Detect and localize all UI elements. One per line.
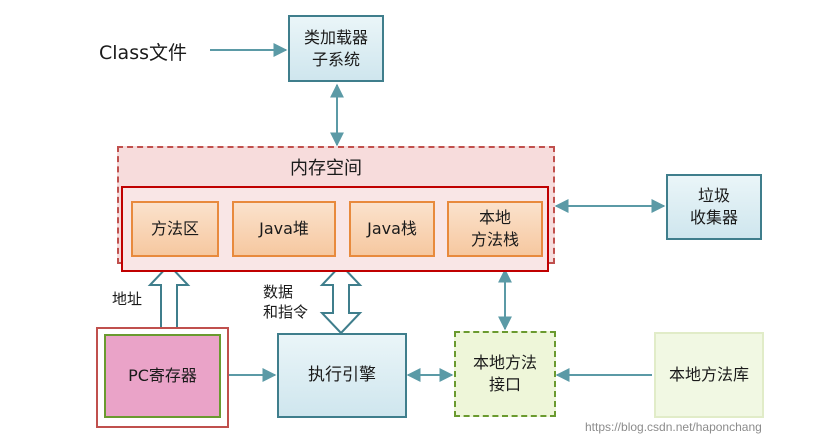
class-file-label: Class文件	[99, 42, 187, 64]
class-loader-subsystem: 类加载器 子系统	[288, 15, 384, 82]
pc-register-box: PC寄存器	[104, 334, 221, 418]
native-method-library-box: 本地方法库	[654, 332, 764, 418]
data-instr-hollow-arrow	[319, 263, 363, 335]
java-heap-box: Java堆	[232, 201, 336, 257]
execution-engine-box: 执行引擎	[277, 333, 407, 418]
native-method-stack-box: 本地 方法栈	[447, 201, 543, 257]
method-area-box: 方法区	[131, 201, 219, 257]
native-method-interface-box: 本地方法 接口	[454, 331, 556, 417]
garbage-collector-box: 垃圾 收集器	[666, 174, 762, 240]
watermark-text: https://blog.csdn.net/haponchang	[585, 420, 762, 434]
java-stack-box: Java栈	[349, 201, 435, 257]
data-instr-label: 数据 和指令	[263, 283, 309, 321]
memory-area-title: 内存空间	[290, 158, 362, 179]
address-label: 地址	[112, 290, 143, 308]
address-hollow-arrow	[147, 263, 191, 331]
